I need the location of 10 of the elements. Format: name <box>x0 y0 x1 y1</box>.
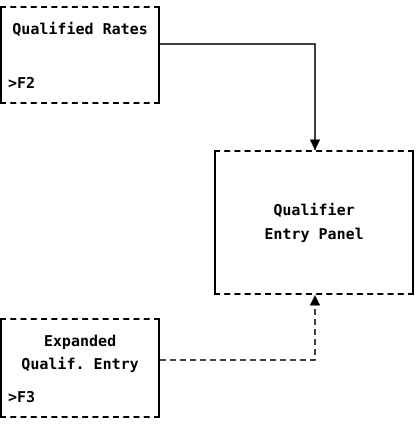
arrow <box>160 43 320 150</box>
process-box <box>0 6 160 104</box>
process-box <box>0 318 160 418</box>
process-box <box>214 150 414 295</box>
box-title: Qualifier Entry Panel <box>263 200 365 244</box>
arrow <box>160 295 320 361</box>
box-title: Expanded Qualif. Entry <box>20 331 140 376</box>
box-title: Qualified Rates <box>12 19 148 40</box>
key-shortcut: >F2 <box>8 74 36 92</box>
key-shortcut: >F3 <box>8 388 36 406</box>
